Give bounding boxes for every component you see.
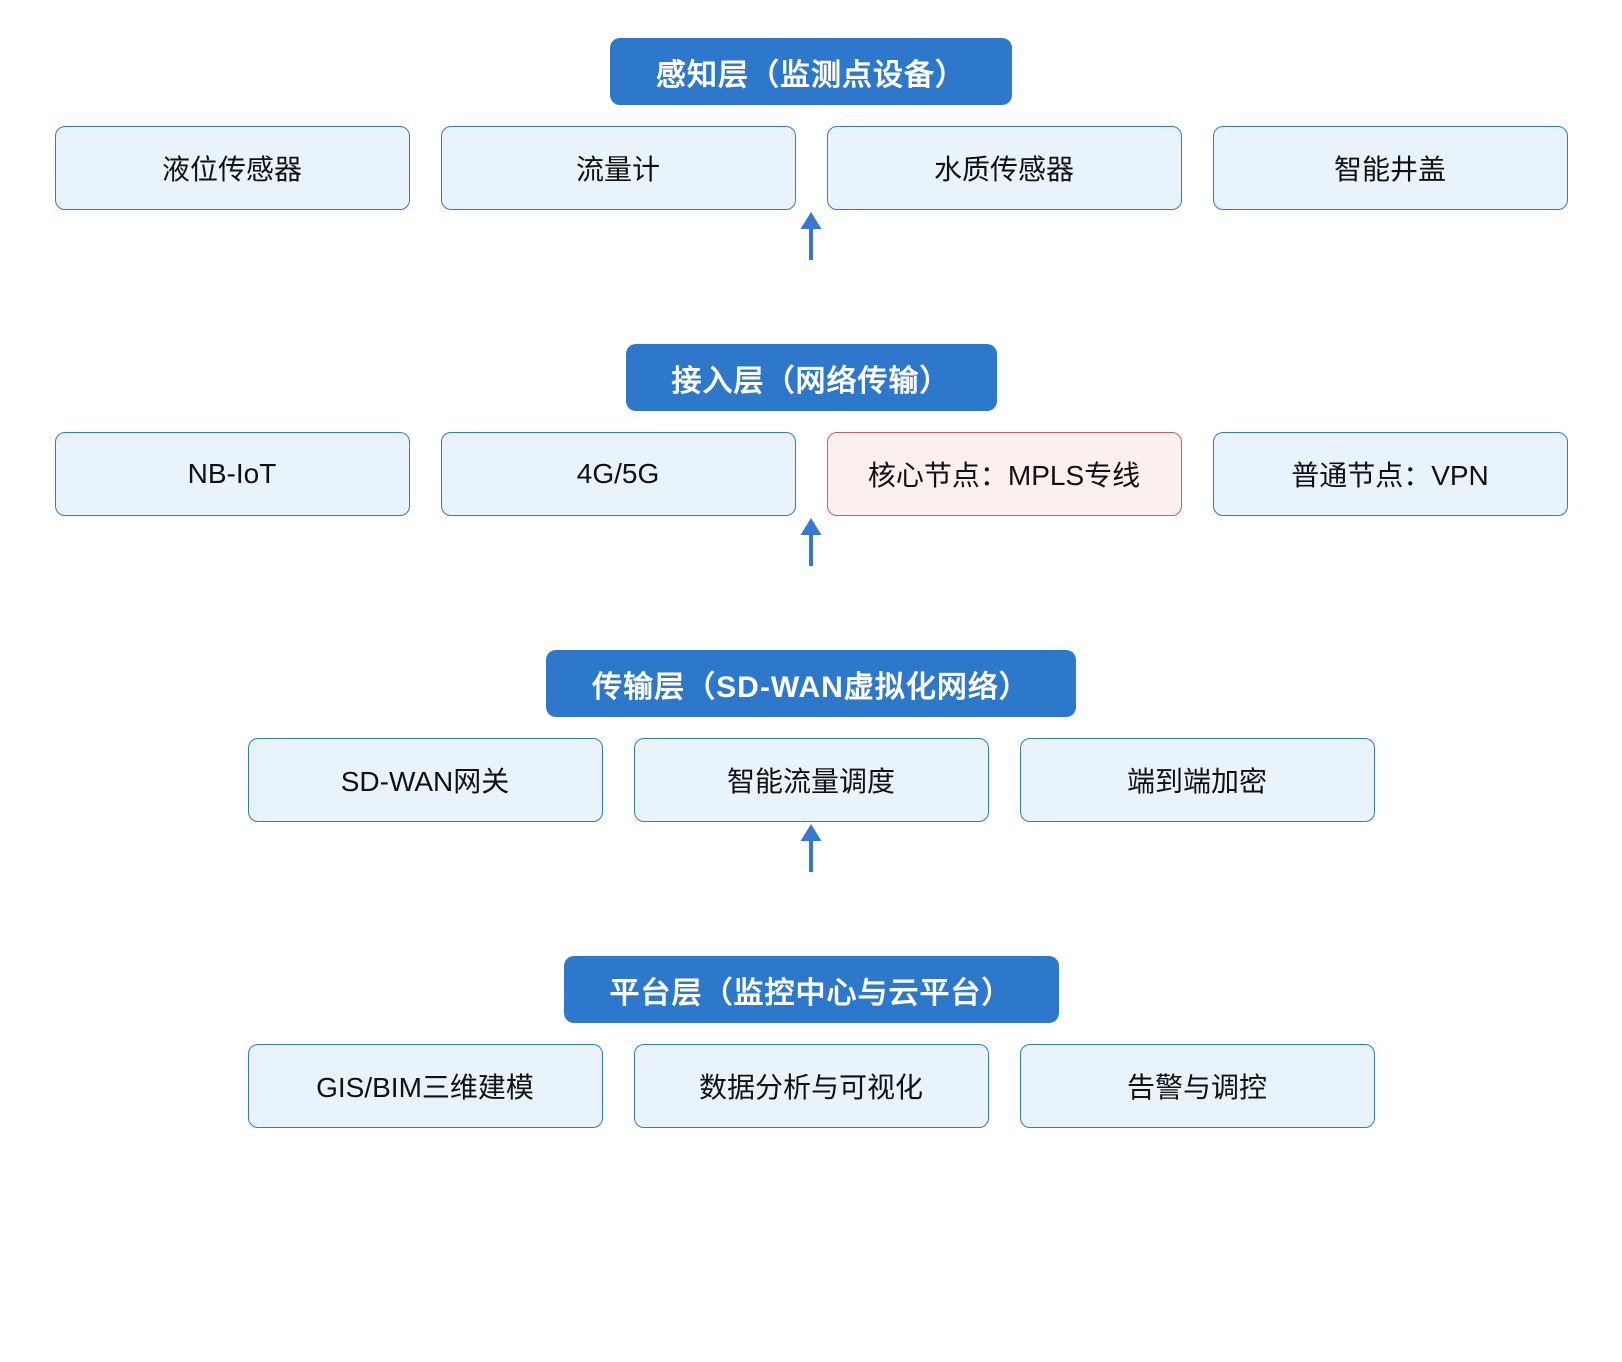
node-core-mpls-line: 核心节点：MPLS专线: [826, 432, 1182, 516]
layer-platform-nodes: GIS/BIM三维建模 数据分析与可视化 告警与调控: [0, 1044, 1622, 1128]
layer-access: 接入层（网络传输） NB-IoT 4G/5G 核心节点：MPLS专线 普通节点：…: [0, 344, 1622, 516]
layer-transport-header-row: 传输层（SD-WAN虚拟化网络）: [0, 650, 1622, 717]
node-liquid-level-sensor: 液位传感器: [54, 126, 410, 210]
layer-platform-header-row: 平台层（监控中心与云平台）: [0, 956, 1622, 1023]
layer-title-transport: 传输层（SD-WAN虚拟化网络）: [546, 650, 1076, 717]
node-4g-5g: 4G/5G: [440, 432, 796, 516]
node-alarm-and-control: 告警与调控: [1019, 1044, 1375, 1128]
up-arrow-icon-3: [0, 822, 1622, 872]
layer-perception-header-row: 感知层（监测点设备）: [0, 38, 1622, 105]
node-smart-traffic-scheduling: 智能流量调度: [633, 738, 989, 822]
layer-transport: 传输层（SD-WAN虚拟化网络） SD-WAN网关 智能流量调度 端到端加密: [0, 650, 1622, 822]
node-smart-manhole-cover: 智能井盖: [1212, 126, 1568, 210]
layer-perception: 感知层（监测点设备） 液位传感器 流量计 水质传感器 智能井盖: [0, 38, 1622, 210]
node-flow-meter: 流量计: [440, 126, 796, 210]
node-end-to-end-encryption: 端到端加密: [1019, 738, 1375, 822]
up-arrow-icon-1: [0, 210, 1622, 260]
layer-perception-nodes: 液位传感器 流量计 水质传感器 智能井盖: [0, 126, 1622, 210]
network-architecture-diagram: 感知层（监测点设备） 液位传感器 流量计 水质传感器 智能井盖 接入层（网络传输…: [0, 38, 1622, 1128]
layer-transport-nodes: SD-WAN网关 智能流量调度 端到端加密: [0, 738, 1622, 822]
layer-access-nodes: NB-IoT 4G/5G 核心节点：MPLS专线 普通节点：VPN: [0, 432, 1622, 516]
layer-title-access: 接入层（网络传输）: [625, 344, 997, 411]
layer-access-header-row: 接入层（网络传输）: [0, 344, 1622, 411]
node-normal-vpn: 普通节点：VPN: [1212, 432, 1568, 516]
up-arrow-icon-2: [0, 516, 1622, 566]
node-nb-iot: NB-IoT: [54, 432, 410, 516]
node-sd-wan-gateway: SD-WAN网关: [247, 738, 603, 822]
layer-title-perception: 感知层（监测点设备）: [610, 38, 1012, 105]
node-water-quality-sensor: 水质传感器: [826, 126, 1182, 210]
node-gis-bim-modeling: GIS/BIM三维建模: [247, 1044, 603, 1128]
node-data-analysis-visualization: 数据分析与可视化: [633, 1044, 989, 1128]
layer-platform: 平台层（监控中心与云平台） GIS/BIM三维建模 数据分析与可视化 告警与调控: [0, 956, 1622, 1128]
layer-title-platform: 平台层（监控中心与云平台）: [563, 956, 1059, 1023]
